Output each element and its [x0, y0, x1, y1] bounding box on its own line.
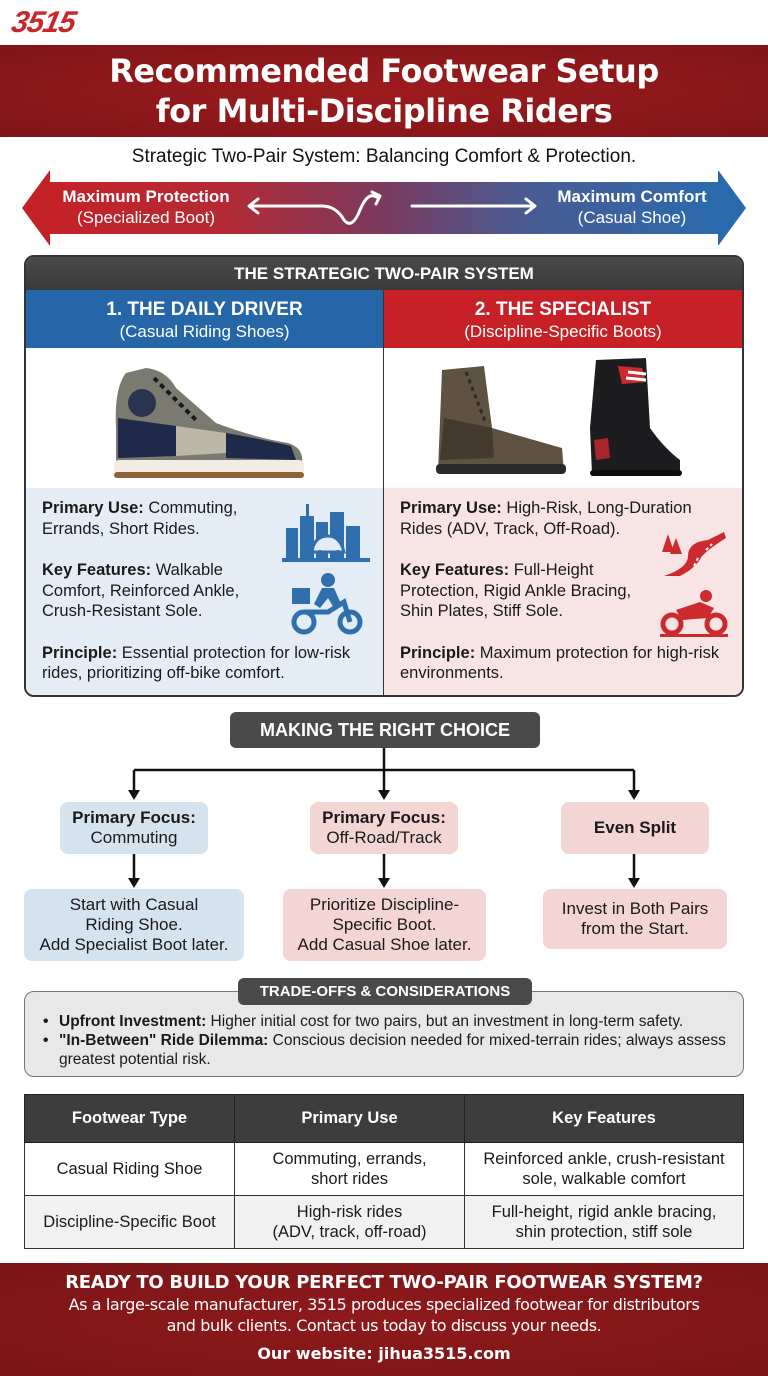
- specialist-details: Primary Use: High-Risk, Long-Duration Ri…: [384, 488, 742, 695]
- cta-headline: READY TO BUILD YOUR PERFECT TWO-PAIR FOO…: [65, 1272, 703, 1293]
- tradeoffs-title: TRADE-OFFS & CONSIDERATIONS: [238, 978, 532, 1005]
- racing-boot-icon: [590, 358, 682, 476]
- col-footwear-type: Footwear Type: [24, 1094, 235, 1143]
- arrow-right-icon: [718, 170, 746, 246]
- daily-driver-column: 1. THE DAILY DRIVER (Casual Riding Shoes…: [26, 290, 384, 695]
- brand-logo: 3515: [8, 6, 79, 39]
- system-title: THE STRATEGIC TWO-PAIR SYSTEM: [26, 257, 742, 290]
- balance-arrows-icon: [247, 190, 537, 225]
- spectrum-left-label: Maximum Protection (Specialized Boot): [62, 187, 230, 227]
- specialist-header: 2. THE SPECIALIST (Discipline-Specific B…: [384, 290, 742, 348]
- adventure-boot-icon: [436, 366, 566, 474]
- focus-commuting-box: Primary Focus:Commuting: [60, 802, 208, 854]
- table-row: Discipline-Specific Boot High-risk rides…: [24, 1195, 744, 1249]
- website-link[interactable]: Our website: jihua3515.com: [257, 1344, 511, 1363]
- action-offroad-box: Prioritize Discipline-Specific Boot.Add …: [283, 889, 486, 961]
- decision-flow-connectors: [128, 748, 640, 888]
- cta-body-line1: As a large-scale manufacturer, 3515 prod…: [68, 1295, 700, 1314]
- daily-driver-header: 1. THE DAILY DRIVER (Casual Riding Shoes…: [26, 290, 383, 348]
- city-car-icon: [282, 504, 370, 562]
- focus-even-split-box: Even Split: [561, 802, 709, 854]
- winding-road-icon: [662, 532, 726, 576]
- specialist-key-features: Key Features: Full-Height Protection, Ri…: [400, 561, 632, 620]
- spectrum-bar: [48, 182, 720, 234]
- sport-motorcycle-icon: [660, 590, 728, 637]
- two-pair-system-panel: THE STRATEGIC TWO-PAIR SYSTEM 1. THE DAI…: [24, 255, 744, 697]
- delivery-motorcycle-icon: [291, 573, 363, 635]
- specialist-principle: Principle: Maximum protection for high-r…: [400, 643, 720, 683]
- tradeoffs-panel: Upfront Investment: Higher initial cost …: [24, 991, 744, 1077]
- focus-offroad-box: Primary Focus:Off-Road/Track: [310, 802, 458, 854]
- cta-footer: READY TO BUILD YOUR PERFECT TWO-PAIR FOO…: [0, 1263, 768, 1376]
- daily-primary-use: Primary Use: Commuting, Errands, Short R…: [42, 499, 238, 538]
- table-header-row: Footwear Type Primary Use Key Features: [24, 1094, 744, 1143]
- spectrum-right-label: Maximum Comfort (Casual Shoe): [557, 187, 707, 227]
- page-title-line2: for Multi-Discipline Riders: [155, 92, 613, 130]
- daily-driver-details: Primary Use: Commuting, Errands, Short R…: [26, 488, 383, 695]
- title-banner: Recommended Footwear Setup for Multi-Dis…: [0, 45, 768, 137]
- cta-body-line2: and bulk clients. Contact us today to di…: [166, 1316, 602, 1335]
- arrow-left-icon: [22, 170, 50, 246]
- specialist-primary-use: Primary Use: High-Risk, Long-Duration Ri…: [400, 499, 692, 538]
- page-title-line1: Recommended Footwear Setup: [109, 52, 659, 90]
- table-row: Casual Riding Shoe Commuting, errands,sh…: [24, 1142, 744, 1196]
- col-key-features: Key Features: [464, 1094, 744, 1143]
- col-primary-use: Primary Use: [234, 1094, 465, 1143]
- comparison-table: Footwear Type Primary Use Key Features C…: [24, 1094, 744, 1249]
- casual-shoe-image: [26, 348, 383, 488]
- daily-principle: Principle: Essential protection for low-…: [42, 643, 351, 683]
- specialist-column: 2. THE SPECIALIST (Discipline-Specific B…: [384, 290, 742, 695]
- tradeoff-item: Upfront Investment: Higher initial cost …: [43, 1012, 729, 1031]
- page-subtitle: Strategic Two-Pair System: Balancing Com…: [131, 146, 637, 167]
- casual-riding-shoe-icon: [114, 368, 304, 478]
- choice-title: MAKING THE RIGHT CHOICE: [230, 712, 540, 748]
- specialist-boots-image: [384, 348, 742, 488]
- protection-comfort-spectrum: Maximum Protection (Specialized Boot) Ma…: [22, 170, 746, 246]
- tradeoff-item: "In-Between" Ride Dilemma: Conscious dec…: [43, 1031, 729, 1069]
- daily-key-features: Key Features: Walkable Comfort, Reinforc…: [42, 561, 240, 620]
